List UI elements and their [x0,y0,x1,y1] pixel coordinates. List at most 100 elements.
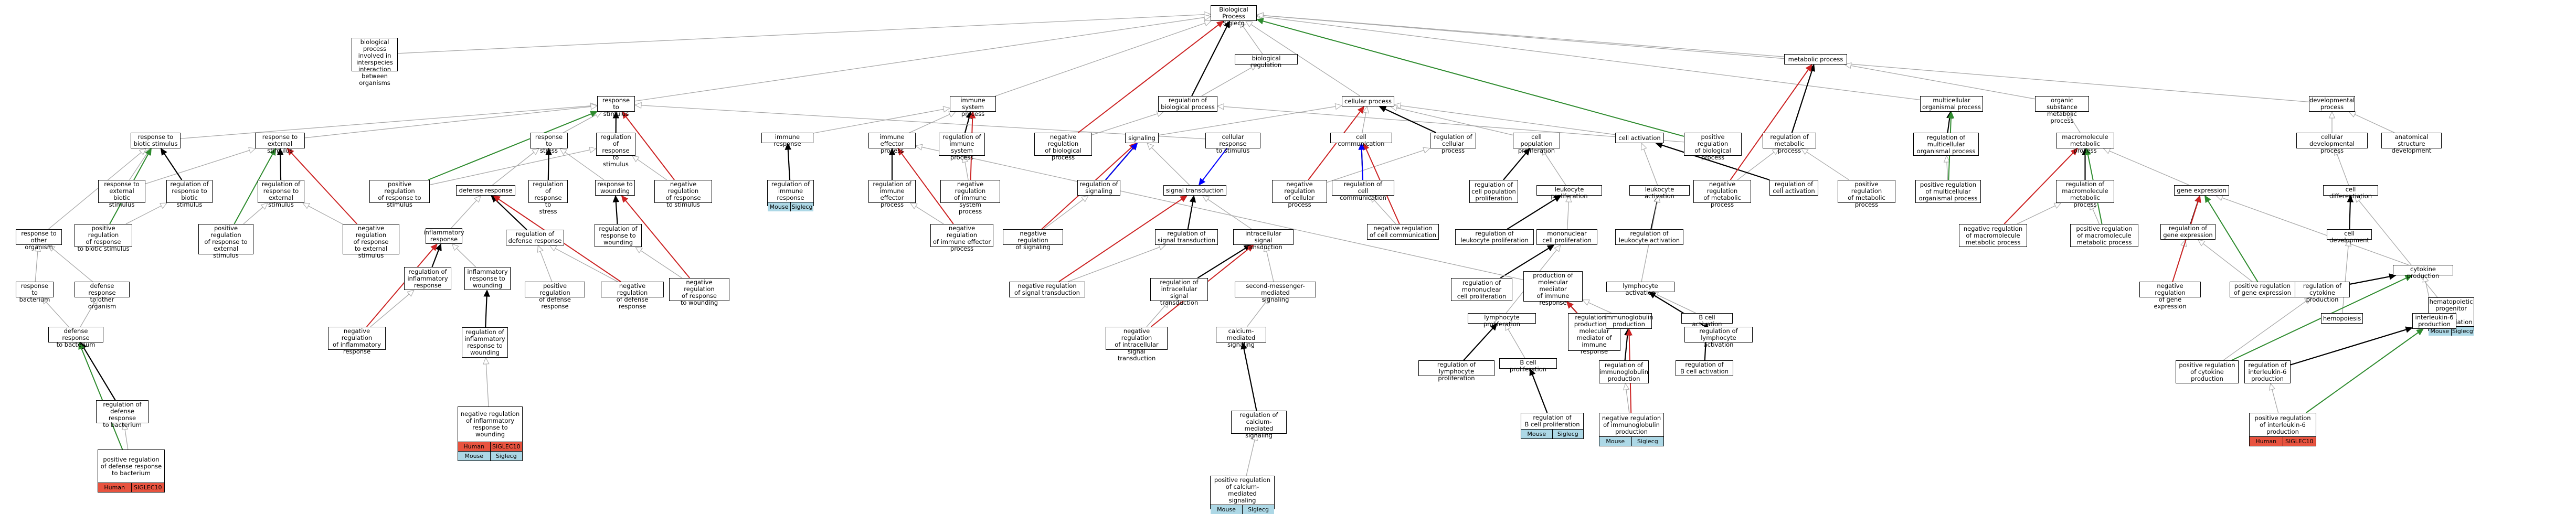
term-rwound[interactable]: response to wounding [595,180,635,196]
term-regmetab[interactable]: regulation of metabolic process [1763,133,1816,148]
term-intrasig[interactable]: intracellular signal transduction [1233,229,1294,245]
term-leukprol[interactable]: leukocyte proliferation [1536,185,1602,196]
term-bpinv[interactable]: biological process involved in interspec… [352,38,398,71]
term-regimsys[interactable]: regulation of immune system process [939,133,985,156]
term-secmsg[interactable]: second-messenger-mediated signaling [1235,282,1316,297]
term-posregrext[interactable]: positive regulation of response to exter… [198,224,253,254]
term-negregsig[interactable]: negative regulation of signaling [1003,229,1063,245]
term-negregbp[interactable]: negative regulation of biological proces… [1034,133,1092,156]
term-celldev[interactable]: cellular developmental process [2296,133,2368,148]
term-rstress[interactable]: response to stress [530,133,568,148]
term-reginflam[interactable]: regulation of inflammatory response [404,267,451,290]
term-negregrwound[interactable]: negative regulation of response to wound… [669,278,729,301]
term-mononuc[interactable]: mononuclear cell proliferation [1536,229,1597,245]
term-defbact[interactable]: defense response to bacterium [48,327,103,342]
term-geneexp[interactable]: gene expression [2174,185,2229,196]
term-regdefbact[interactable]: regulation of defense response to bacter… [96,400,149,423]
term-posreggeneexp[interactable]: positive regulation of gene expression [2230,282,2295,297]
term-negregrstim[interactable]: negative regulation of response to stimu… [654,180,712,203]
term-immunoglob[interactable]: immunoglobulin production [1606,313,1652,329]
term-signal[interactable]: signaling [1125,133,1159,143]
term-il6[interactable]: interleukin-6 production [2412,313,2456,329]
term-reginflamwound[interactable]: regulation of inflammatory response to w… [462,327,508,358]
term-negregimeff[interactable]: negative regulation of immune effector p… [930,224,993,247]
term-negregdef[interactable]: negative regulation of defense response [601,282,664,297]
term-cproc[interactable]: cellular process [1342,96,1394,106]
term-leukact[interactable]: leukocyte activation [1629,185,1690,196]
term-hemopoiesis[interactable]: hemopoiesis [2321,313,2363,324]
term-regmacro[interactable]: regulation of macromolecule metabolic pr… [2056,180,2114,203]
term-regintra[interactable]: regulation of intracellular signal trans… [1150,278,1208,301]
term-negregrext[interactable]: negative regulation of response to exter… [343,224,399,254]
term-imeff[interactable]: immune effector process [868,133,916,148]
term-reglymphact[interactable]: regulation of lymphocyte activation [1684,327,1753,342]
term-reglymphprol[interactable]: regulation of lymphocyte proliferation [1418,360,1494,376]
term-celldev2[interactable]: cell development [2327,229,2372,240]
term-orgsub[interactable]: organic substance metabolic process [2035,96,2089,112]
term-regmulti[interactable]: regulation of multicellular organismal p… [1913,133,1979,156]
term-regimeff[interactable]: regulation of immune effector process [868,180,916,203]
term-regsigtrans[interactable]: regulation of signal transduction [1155,229,1218,245]
term-negregcp[interactable]: negative regulation of cellular process [1272,180,1327,203]
term-ccomm[interactable]: cell communication [1330,133,1392,143]
term-posregdef[interactable]: positive regulation of defense response [525,282,585,297]
term-rext[interactable]: response to external stimulus [255,133,305,148]
term-rstim[interactable]: response to stimulus [597,96,635,112]
term-defother[interactable]: defense response to other organism [75,282,130,297]
term-cpopprol[interactable]: cell population proliferation [1513,133,1560,148]
term-negregintra[interactable]: negative regulation of intracellular sig… [1106,327,1168,350]
term-metab[interactable]: metabolic process [1784,54,1847,65]
term-regleukact[interactable]: regulation of leukocyte activation [1615,229,1683,245]
term-reggeneexp[interactable]: regulation of gene expression [2160,224,2215,240]
term-posregmacro[interactable]: positive regulation of macromolecule met… [2070,224,2138,247]
term-regcp[interactable]: regulation of cellular process [1430,133,1476,148]
term-macro[interactable]: macromolecule metabolic process [2056,133,2114,148]
term-prodmolmed[interactable]: production of molecular mediator of immu… [1523,271,1583,302]
term-bp[interactable]: Biological Process Siglecg [1211,5,1257,21]
term-bcellprol[interactable]: B cell proliferation [1499,358,1557,369]
term-imsys[interactable]: immune system process [950,96,996,112]
term-inflamwound[interactable]: inflammatory response to wounding [464,267,511,290]
term-posregcalc[interactable]: positive regulation of calcium-mediated … [1210,476,1275,509]
term-crstim[interactable]: cellular response to stimulus [1205,133,1260,148]
term-regcytprod[interactable]: regulation of cytokine production [2295,282,2350,297]
term-regcact[interactable]: regulation of cell activation [1769,180,1818,196]
term-regrstress[interactable]: regulation of response to stress [528,180,568,203]
term-regrwound[interactable]: regulation of response to wounding [595,224,642,247]
term-breg[interactable]: biological regulation [1235,54,1298,65]
term-multi[interactable]: multicellular organismal process [1920,96,1983,112]
term-posregrbiot[interactable]: positive regulation of response to bioti… [75,224,132,247]
term-negregimmunoglob[interactable]: negative regulation of immunoglobulin pr… [1599,413,1664,446]
term-posregmetab[interactable]: positive regulation of metabolic process [1838,180,1895,203]
term-lymphact[interactable]: lymphocyte activation [1606,282,1674,292]
term-regimmunoglob[interactable]: regulation of immunoglobulin production [1599,360,1649,383]
term-regrext[interactable]: regulation of response to external stimu… [258,180,304,203]
term-posregrstim[interactable]: positive regulation of response to stimu… [369,180,430,203]
term-lymphprol[interactable]: lymphocyte proliferation [1468,313,1536,324]
term-rbiot[interactable]: response to biotic stimulus [131,133,181,148]
term-devp[interactable]: developmental process [2309,96,2355,112]
term-bcellact[interactable]: B cell activation [1681,313,1733,324]
term-imresp[interactable]: immune response [761,133,813,143]
term-cact[interactable]: cell activation [1615,133,1664,143]
term-negregsigtrans[interactable]: negative regulation of signal transducti… [1009,282,1085,297]
term-regsig[interactable]: regulation of signaling [1077,180,1120,196]
term-regleukprol[interactable]: regulation of leukocyte proliferation [1455,229,1534,245]
term-negregccomm[interactable]: negative regulation of cell communicatio… [1367,224,1439,240]
term-regrbiot[interactable]: regulation of response to biotic stimulu… [166,180,213,203]
term-regrstim[interactable]: regulation of response to stimulus [596,133,635,156]
term-negregimsys[interactable]: negative regulation of immune system pro… [940,180,1000,203]
term-posregcytprod[interactable]: positive regulation of cytokine producti… [2176,360,2239,383]
term-cytprod[interactable]: cytokine production [2393,265,2453,275]
term-regmonoprol[interactable]: regulation of mononuclear cell prolifera… [1451,278,1512,301]
term-regcpopprol[interactable]: regulation of cell population proliferat… [1469,180,1518,203]
term-negreginflamwound[interactable]: negative regulation of inflammatory resp… [458,406,523,461]
term-rbp[interactable]: regulation of biological process [1158,96,1217,112]
term-negregmacro[interactable]: negative regulation of macromolecule met… [1959,224,2027,247]
term-posregdefbact[interactable]: positive regulation of defense response … [98,449,165,492]
term-posregbp[interactable]: positive regulation of biological proces… [1684,133,1742,156]
term-anat[interactable]: anatomical structure development [2381,133,2442,148]
term-sigtrans[interactable]: signal transduction [1163,185,1226,196]
